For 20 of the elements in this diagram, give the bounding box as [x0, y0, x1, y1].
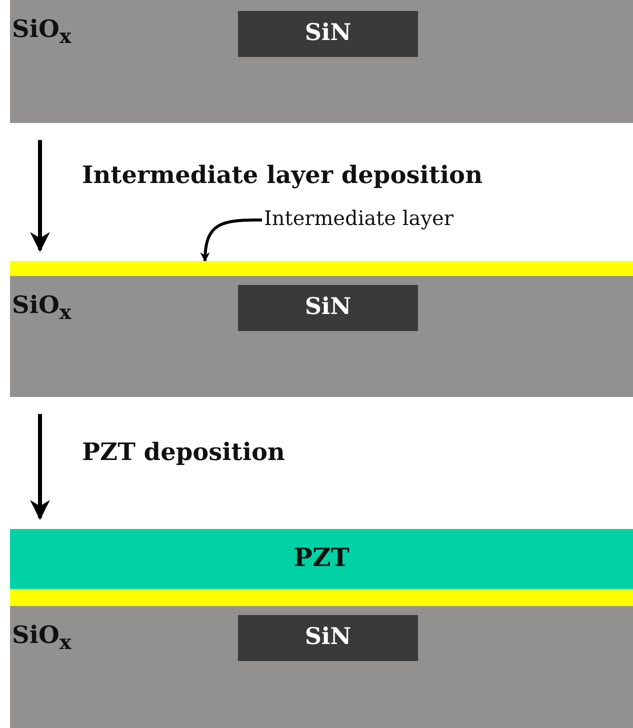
layer-label: SiN [304, 19, 352, 46]
oxide-layer [10, 0, 633, 123]
process-arrow [30, 414, 50, 520]
layer-label: SiN [304, 293, 352, 320]
nitride-block [238, 11, 418, 57]
layer-label: SiO$_{x}$ [12, 290, 72, 324]
oxide-layer [10, 606, 633, 728]
nitride-block [238, 285, 418, 331]
nitride-block [238, 615, 418, 661]
layer-label: SiO$_{x}$ [12, 620, 72, 654]
oxide-layer [10, 276, 633, 397]
intermediate-layer [10, 589, 633, 606]
intermediate-layer [10, 261, 633, 276]
layer-label: SiO$_{x}$ [12, 14, 72, 48]
annotation-text: Intermediate layer [264, 206, 454, 230]
layer-label: SiN [304, 623, 352, 650]
leader-arrow [200, 218, 262, 262]
pzt-layer [10, 529, 633, 589]
layer-label: PZT [292, 543, 350, 572]
process-arrow [30, 140, 50, 252]
